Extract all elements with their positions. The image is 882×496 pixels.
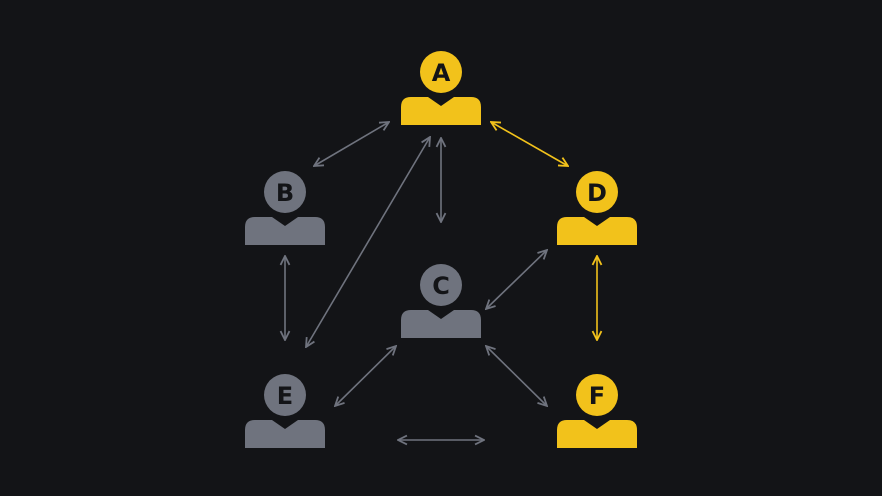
nodes-layer: A B C D E F [245, 51, 637, 448]
edge-a-b-arrow [314, 122, 389, 166]
person-icon [245, 171, 325, 245]
node-label: A [432, 59, 451, 87]
node-c: C [401, 264, 481, 338]
edge-c-e-arrow [335, 346, 396, 406]
node-f: F [557, 374, 637, 448]
node-label: C [432, 272, 450, 300]
person-icon [245, 374, 325, 448]
edges-layer [285, 122, 597, 440]
person-icon [557, 374, 637, 448]
node-label: D [587, 179, 607, 207]
node-label: F [589, 382, 605, 410]
person-icon [401, 264, 481, 338]
node-e: E [245, 374, 325, 448]
edge-c-d-arrow [486, 250, 547, 309]
node-label: E [277, 382, 293, 410]
node-d: D [557, 171, 637, 245]
edge-c-f-arrow [486, 346, 547, 406]
node-label: B [276, 179, 294, 207]
person-icon [401, 51, 481, 125]
edge-a-e-arrow [306, 137, 430, 347]
person-icon [557, 171, 637, 245]
node-a: A [401, 51, 481, 125]
node-b: B [245, 171, 325, 245]
edge-a-d-arrow [491, 122, 568, 166]
